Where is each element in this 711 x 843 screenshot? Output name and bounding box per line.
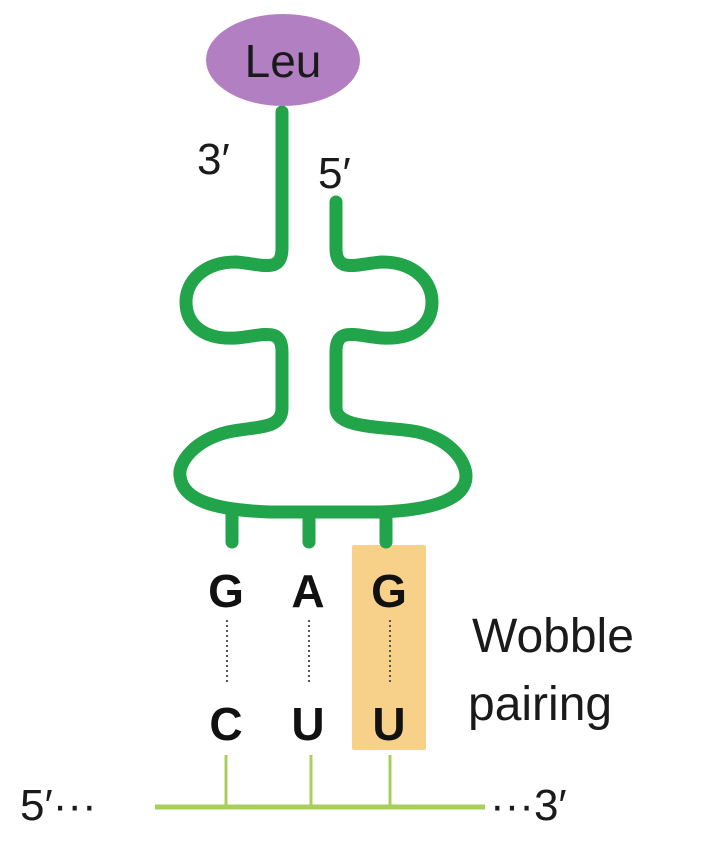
mrna-5prime-label: 5′··· — [20, 781, 97, 830]
trna-3prime-label: 3′ — [197, 135, 230, 184]
wobble-label-line2: pairing — [468, 678, 612, 731]
codon-base-2: U — [291, 698, 324, 750]
mrna-3prime-label: ···3′ — [490, 781, 567, 830]
mrna-strand — [155, 755, 485, 807]
wobble-label-line1: Wobble — [472, 610, 634, 663]
trna-5prime-label: 5′ — [318, 149, 351, 198]
codon-base-1: C — [209, 698, 242, 750]
codon-base-3: U — [372, 698, 405, 750]
amino-acid-label: Leu — [245, 35, 322, 87]
anticodon-base-1: G — [208, 565, 244, 617]
anticodon-base-3: G — [371, 565, 407, 617]
anticodon-base-2: A — [291, 565, 324, 617]
